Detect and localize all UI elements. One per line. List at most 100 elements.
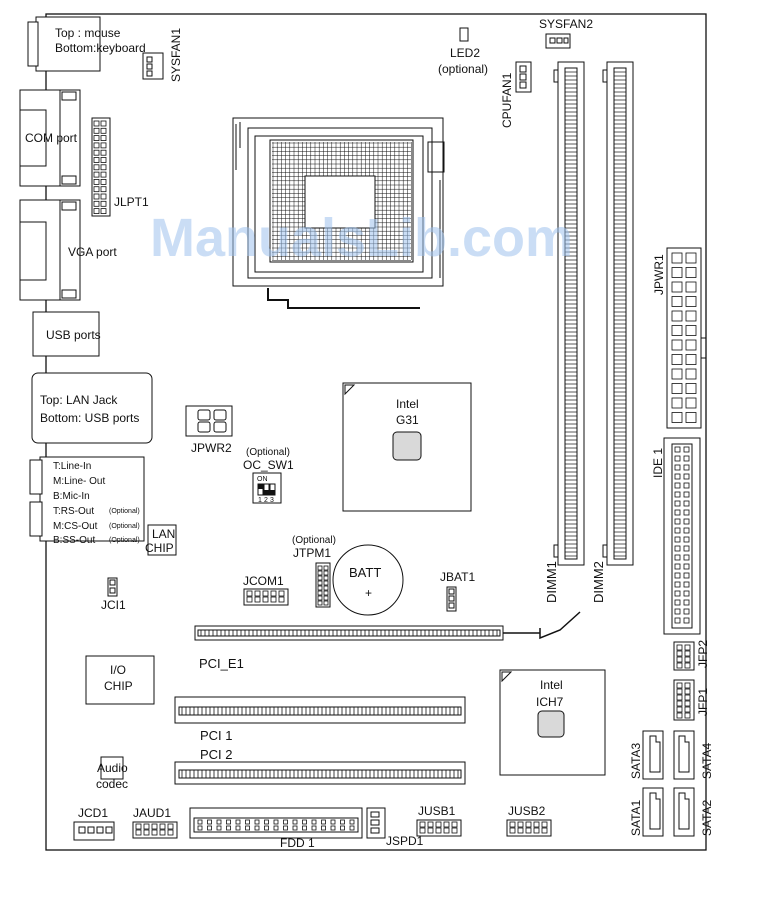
ide1-pin — [674, 518, 681, 525]
ide1-pin — [674, 617, 681, 624]
ide1-pin — [674, 455, 681, 462]
jpwr2-label: JPWR2 — [191, 441, 232, 455]
sata1-connector: SATA1 — [629, 787, 664, 837]
ide1-pin — [683, 581, 690, 588]
vga-port: VGA port — [19, 199, 117, 301]
jpwr1-pin — [671, 281, 683, 293]
jcom1-pin — [262, 596, 269, 603]
jaud1-pin — [159, 829, 166, 836]
com-port: COM port — [19, 89, 81, 187]
watermark: ManualsLib.com — [150, 208, 573, 268]
jusb1-pin — [451, 827, 458, 834]
jtpm1-pin — [323, 600, 329, 606]
fdd1-pin — [330, 825, 336, 831]
ide1-pin — [674, 563, 681, 570]
jlpt1-pin — [100, 178, 107, 185]
fdd1-pin — [340, 825, 345, 831]
fdd1-pin — [311, 825, 317, 831]
jusb2-pin — [541, 821, 548, 828]
ide1-pin — [674, 482, 681, 489]
jpwr1-pin — [685, 252, 697, 264]
sata4-label: SATA4 — [700, 742, 714, 779]
fdd1-pin — [216, 819, 222, 825]
sata2-connector: SATA2 — [673, 787, 714, 837]
jaud1-header: JAUD1 — [132, 806, 178, 839]
pcie-x16-label: PCI_E1 — [199, 656, 244, 671]
jfp2-pin — [684, 644, 691, 651]
jfp2-pin — [676, 656, 683, 663]
jlpt1-pin — [100, 171, 107, 178]
jpwr1-pin — [685, 383, 697, 394]
jlpt1-pin — [93, 193, 100, 200]
jlpt1-pin — [93, 127, 100, 134]
jusb1-pin — [443, 827, 450, 834]
jfp1-pin — [684, 694, 691, 701]
jusb1-header: JUSB1 — [416, 804, 462, 837]
fdd1-pin — [226, 825, 231, 831]
jpwr1-pin — [685, 281, 697, 293]
jlpt1-pin — [100, 127, 107, 134]
pci1-label: PCI 1 — [200, 728, 233, 743]
jtpm1-pin — [323, 595, 329, 601]
jaud1-pin — [159, 823, 166, 830]
ide1-pin — [683, 518, 690, 525]
jusb2-pin — [517, 827, 524, 834]
jlpt1-pin — [93, 142, 100, 149]
sata3-label: SATA3 — [629, 742, 643, 779]
ide1-pin — [674, 536, 681, 543]
fdd1-pin — [330, 819, 336, 825]
ps2-connector: Top : mouse Bottom:keyboard — [27, 16, 146, 72]
ide1-pin — [683, 599, 690, 606]
jpwr1-pin — [671, 368, 683, 380]
jusb2-pin — [533, 827, 540, 834]
fdd1-pin — [197, 819, 203, 825]
sata2-label: SATA2 — [700, 799, 714, 836]
jfp1-pin — [684, 688, 691, 695]
sata1-label: SATA1 — [629, 799, 643, 836]
ide1-pin — [683, 590, 690, 597]
jpwr1-pin — [671, 412, 683, 423]
fdd1-pin — [235, 825, 241, 831]
jtpm1-optional: (Optional) — [292, 535, 336, 546]
ide1-pin — [683, 572, 690, 579]
jtpm1-pin — [317, 590, 323, 596]
lan-chip-label-2: CHIP — [145, 541, 174, 555]
jlpt1-pin — [100, 157, 107, 163]
fdd1-pin — [292, 819, 298, 825]
jtpm1-label: JTPM1 — [293, 546, 331, 560]
jpwr1-pin — [685, 296, 697, 307]
jtpm1-pin — [317, 565, 323, 571]
jusb1-pin — [435, 821, 442, 828]
jcom1-pin — [254, 596, 261, 603]
jlpt1-pin — [93, 200, 100, 207]
jcom1-pin — [270, 590, 277, 597]
jcom1-pin — [246, 596, 253, 603]
jlpt1-pin — [100, 120, 107, 127]
jusb1-pin — [419, 827, 426, 834]
jpwr1-pin — [685, 354, 697, 365]
ide1-pin — [674, 509, 681, 516]
jlpt1-pin — [100, 135, 107, 142]
ide1-pin — [674, 599, 681, 606]
oc-sw1-optional: (Optional) — [246, 447, 290, 458]
audio-jack-1: T:Line-In — [53, 461, 91, 472]
jspd1-label: JSPD1 — [386, 834, 424, 848]
fdd1-pin — [264, 819, 269, 825]
fdd1-pin — [349, 819, 355, 825]
jpwr1-label: JPWR1 — [652, 254, 666, 295]
jfp1-pin — [676, 700, 683, 707]
ide1-pin — [683, 527, 690, 534]
vga-port-label: VGA port — [68, 245, 117, 259]
fdd1-label: FDD 1 — [280, 836, 315, 850]
jusb2-pin — [533, 821, 540, 828]
jaud1-pin — [143, 829, 150, 836]
audio-jacks: T:Line-In M:Line- Out B:Mic-In T:RS-Out … — [29, 456, 145, 546]
ide1-pin — [683, 545, 690, 552]
jpwr1-pin — [671, 252, 683, 264]
ide1-pin — [674, 590, 681, 597]
jfp2-pin — [684, 650, 691, 657]
jlpt1-pin — [93, 120, 100, 127]
jfp1-pin — [676, 712, 683, 719]
ide1-pin — [674, 491, 681, 498]
jfp2-header: JFP2 — [673, 640, 710, 671]
